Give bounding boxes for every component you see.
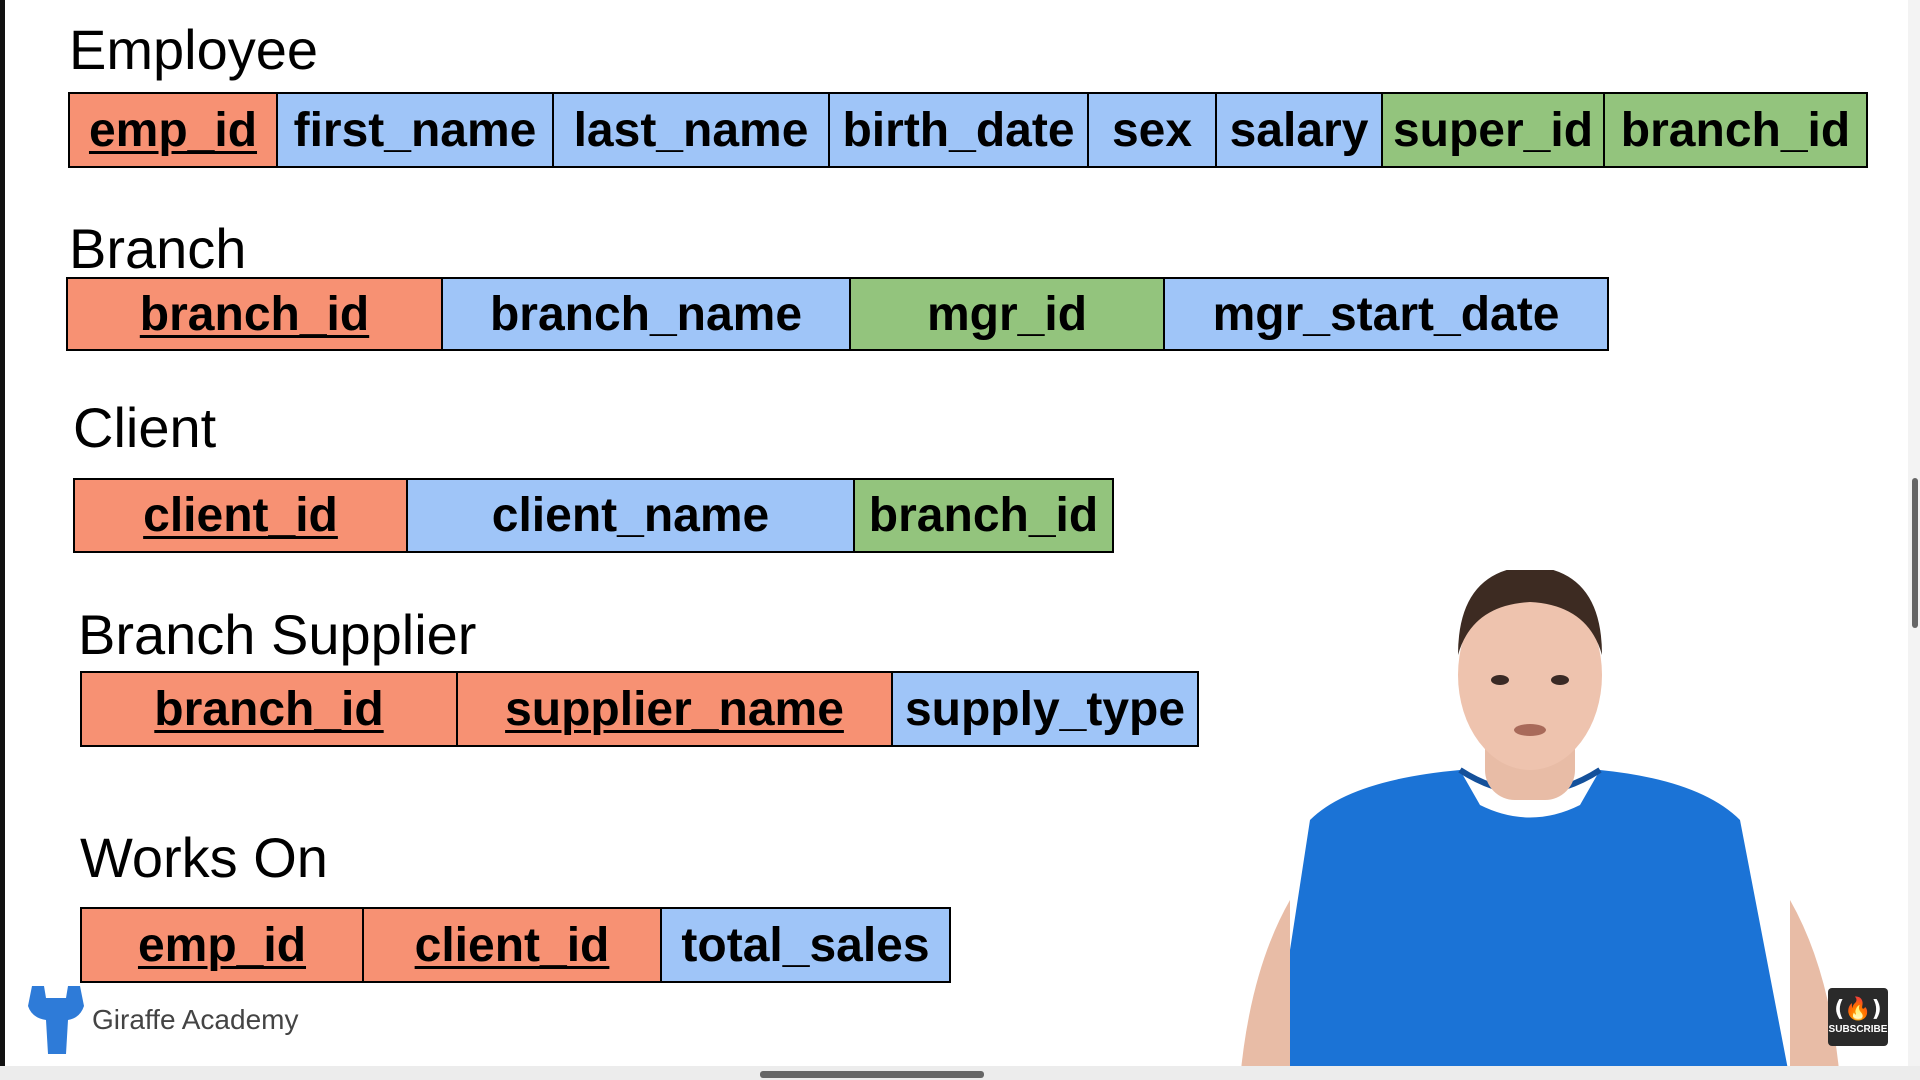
scrollbar-thumb[interactable] (1912, 478, 1918, 628)
column-branch-id: branch_id (80, 671, 458, 747)
column-mgr-start-date: mgr_start_date (1163, 277, 1609, 351)
column-branch-id: branch_id (66, 277, 443, 351)
subscribe-button[interactable]: (🔥) SUBSCRIBE (1828, 988, 1888, 1046)
presenter-video-overlay (1240, 570, 1840, 1080)
schema-row-client: client_id client_name branch_id (73, 478, 1114, 553)
column-supply-type: supply_type (891, 671, 1199, 747)
column-emp-id: emp_id (68, 92, 278, 168)
subscribe-label: SUBSCRIBE (1828, 1024, 1888, 1035)
column-birth-date: birth_date (828, 92, 1089, 168)
table-title-client: Client (73, 396, 217, 459)
giraffe-logo-icon (28, 986, 84, 1054)
table-title-works-on: Works On (80, 826, 328, 889)
column-branch-id: branch_id (853, 478, 1114, 553)
column-client-name: client_name (406, 478, 855, 553)
column-mgr-id: mgr_id (849, 277, 1165, 351)
schema-row-branch: branch_id branch_name mgr_id mgr_start_d… (66, 277, 1609, 351)
column-first-name: first_name (276, 92, 554, 168)
column-client-id: client_id (362, 907, 662, 983)
column-emp-id: emp_id (80, 907, 364, 983)
left-edge (0, 0, 5, 1080)
column-client-id: client_id (73, 478, 408, 553)
column-branch-name: branch_name (441, 277, 851, 351)
column-supplier-name: supplier_name (456, 671, 893, 747)
fire-icon: (🔥) (1834, 997, 1882, 1022)
table-title-branch: Branch (69, 217, 247, 280)
video-progress-bar[interactable] (760, 1071, 984, 1078)
column-total-sales: total_sales (660, 907, 951, 983)
column-sex: sex (1087, 92, 1217, 168)
column-salary: salary (1215, 92, 1383, 168)
page-scrollbar[interactable] (1908, 0, 1920, 1080)
column-last-name: last_name (552, 92, 830, 168)
schema-row-works-on: emp_id client_id total_sales (80, 907, 951, 983)
schema-row-branch-supplier: branch_id supplier_name supply_type (80, 671, 1199, 747)
column-super-id: super_id (1381, 92, 1605, 168)
watermark-text: Giraffe Academy (92, 1004, 299, 1035)
table-title-employee: Employee (69, 18, 319, 81)
column-branch-id: branch_id (1603, 92, 1868, 168)
schema-row-employee: emp_id first_name last_name birth_date s… (68, 92, 1868, 168)
table-title-branch-supplier: Branch Supplier (78, 603, 477, 666)
giraffe-academy-watermark: Giraffe Academy (24, 984, 298, 1056)
